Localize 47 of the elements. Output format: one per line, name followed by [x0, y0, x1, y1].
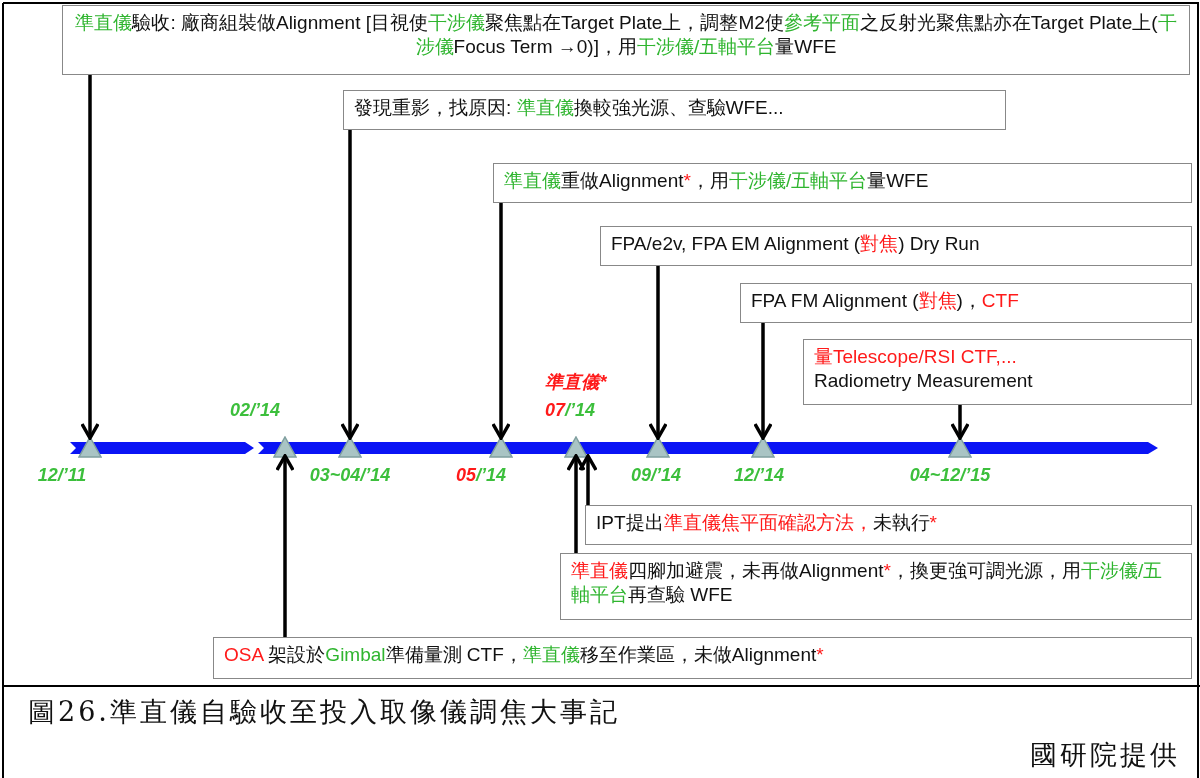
event-text: 準直儀驗收: 廠商組裝做Alignment [目視使干涉儀聚焦點在Target Plate上，調整M2使參考平面之反射光聚焦點亦在Target Plate上(干涉儀Focus Term →0)]，用干涉儀/五軸平台量WFE [74, 11, 1178, 59]
triangle-marker [646, 436, 670, 458]
event-text: FPA/e2v, FPA EM Alignment (對焦) Dry Run [611, 232, 981, 256]
arrow [491, 203, 511, 440]
date-label: 09/’14 [631, 465, 681, 486]
event-box [213, 637, 1192, 679]
date-label: 02/’14 [230, 400, 280, 421]
triangle-marker [564, 436, 588, 458]
event-box [585, 505, 1192, 545]
event-box [600, 226, 1192, 266]
triangle-marker [78, 436, 102, 458]
arrow [80, 75, 100, 440]
event-text: IPT提出準直儀焦平面確認方法，未執行* [596, 511, 938, 535]
date-label: 07/’14 [544, 400, 596, 421]
event-text: 準直儀四腳加避震，未再做Alignment*，換更強可調光源，用干涉儀/五軸平台再查驗 WFE [571, 559, 1164, 607]
triangle-marker [948, 436, 972, 458]
arrow [648, 266, 668, 440]
date-label: 12/’14 [734, 465, 784, 486]
arrow [950, 405, 970, 440]
caption: 圖26.準直儀自驗收至投入取像儀調焦大事記 [28, 695, 620, 729]
event-text: FPA FM Alignment (對焦)，CTF [751, 289, 1020, 313]
arrow [753, 323, 773, 440]
event-text: 準直儀重做Alignment*，用干涉儀/五軸平台量WFE [504, 169, 930, 193]
event-text: 量Telescope/RSI CTF,... [814, 345, 1018, 369]
event-box [343, 90, 1006, 130]
date-label: 12/’11 [37, 465, 87, 486]
event-text: Radiometry Measurement [814, 369, 1034, 393]
triangle-marker [273, 436, 297, 458]
event-text: OSA 架設於Gimbal準備量測 CTF，準直儀移至作業區，未做Alignment* [224, 643, 825, 667]
arrow [340, 130, 360, 440]
triangle-marker [338, 436, 362, 458]
triangle-marker [751, 436, 775, 458]
date-label: 準直儀* [545, 371, 607, 394]
event-box [803, 339, 1192, 405]
date-label: 05/’14 [455, 465, 507, 486]
date-label: 03~04/’14 [309, 465, 391, 486]
event-box [62, 5, 1190, 75]
triangle-marker [489, 436, 513, 458]
arrow [566, 454, 586, 553]
arrow [275, 454, 295, 637]
event-box [560, 553, 1192, 620]
arrow [578, 454, 598, 505]
event-text: 發現重影，找原因: 準直儀換較強光源、查驗WFE... [354, 96, 785, 120]
event-box [493, 163, 1192, 203]
event-box [740, 283, 1192, 323]
date-label: 04~12/’15 [909, 465, 991, 486]
source-note: 國研院提供 [1030, 738, 1180, 772]
